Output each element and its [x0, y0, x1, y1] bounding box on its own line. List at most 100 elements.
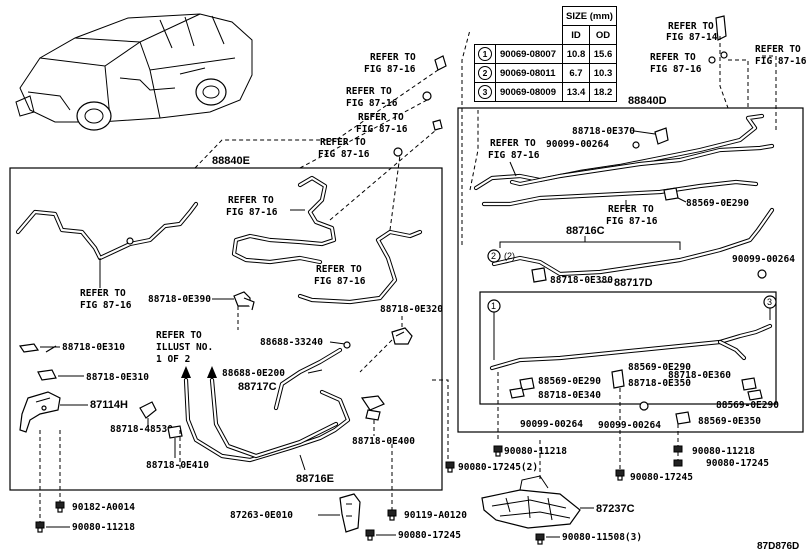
refer-to-label[interactable]: FIG 87-16: [346, 98, 398, 109]
part-label-88840E[interactable]: 88840E: [212, 155, 250, 167]
part-label[interactable]: 87263-0E010: [230, 510, 293, 521]
part-label[interactable]: 90080-17245(2): [458, 462, 538, 473]
part-label-87237C[interactable]: 87237C: [596, 503, 635, 515]
bolt-90080-11218-right2: [673, 445, 683, 453]
ref-circle-number: 3: [767, 297, 772, 307]
bolt-90119-A0120: [387, 509, 397, 521]
hose-part-number[interactable]: 90069-08009: [495, 82, 563, 102]
refer-to-label[interactable]: FIG 87-16: [650, 64, 702, 75]
refer-to-label[interactable]: FIG 87-16: [80, 300, 132, 311]
clip-88718-0E320: [391, 327, 413, 345]
bolt-90182-A0014: [55, 501, 65, 513]
part-label[interactable]: 88718-0E410: [146, 460, 209, 471]
refer-to-label: REFER TO: [608, 204, 654, 215]
refer-to-label[interactable]: FIG 87-16: [488, 150, 540, 161]
refer-to-label[interactable]: FIG 87-14: [666, 32, 718, 43]
part-label-88840D[interactable]: 88840D: [628, 95, 667, 107]
part-label[interactable]: 88718-0E370: [572, 126, 635, 137]
part-label-88717D[interactable]: 88717D: [614, 277, 653, 289]
part-label[interactable]: 90099-00264: [546, 139, 609, 150]
part-label[interactable]: 90099-00264: [732, 254, 795, 265]
part-label[interactable]: 90099-00264: [598, 420, 661, 431]
part-label[interactable]: 88718-0E340: [538, 390, 601, 401]
ref-circle-number: 2: [491, 251, 496, 261]
refer-to-label: REFER TO: [228, 195, 274, 206]
bolt-90080-17245-right2: [673, 459, 683, 467]
part-label[interactable]: 88718-0E350: [628, 378, 691, 389]
part-label[interactable]: 90080-11218: [504, 446, 567, 457]
ref-circle: 1: [478, 47, 492, 61]
pipe-88716C: [491, 207, 775, 277]
part-label[interactable]: 90119-A0120: [404, 510, 467, 521]
bolt-90080-11508: [535, 533, 545, 545]
part-label[interactable]: 88718-0E400: [352, 436, 415, 447]
part-label[interactable]: 90080-11218: [692, 446, 755, 457]
part-label[interactable]: 88718-0E320: [380, 304, 443, 315]
clip-88718-0E380: [531, 267, 547, 283]
part-label[interactable]: 88718-0E310: [86, 372, 149, 383]
bolt-90080-17245-lower: [365, 529, 375, 541]
clip-88718-0E390: [233, 291, 255, 311]
group-box-88840D: [457, 107, 804, 433]
group-box-88717D: [479, 291, 777, 405]
part-label[interactable]: 90080-17245: [398, 530, 461, 541]
refer-to-label[interactable]: FIG 87-16: [364, 64, 416, 75]
part-label[interactable]: 88688-0E200: [222, 368, 285, 379]
part-label[interactable]: 88688-33240: [260, 337, 323, 348]
pipe-88840D: [473, 113, 775, 207]
part-label[interactable]: 88718-0E390: [148, 294, 211, 305]
part-label-88717C[interactable]: 88717C: [238, 381, 277, 393]
ref-circle-3: 3: [763, 295, 777, 309]
part-label-88716C[interactable]: 88716C: [566, 225, 605, 237]
refer-to-label: REFER TO: [316, 264, 362, 275]
part-label[interactable]: 90080-11508(3): [562, 532, 642, 543]
group-box-88840E: [9, 167, 443, 491]
part-label[interactable]: 88569-0E290: [686, 198, 749, 209]
part-label-87114H[interactable]: 87114H: [90, 399, 128, 411]
refer-to-label: REFER TO: [370, 52, 416, 63]
part-label[interactable]: 88718-48530: [110, 424, 173, 435]
refer-to-label: REFER TO: [346, 86, 392, 97]
part-label[interactable]: 90182-A0014: [72, 502, 135, 513]
clip-88718-48530: [139, 401, 157, 419]
part-label[interactable]: 88569-0E290: [538, 376, 601, 387]
vehicle-illustration: [15, 13, 253, 131]
part-label[interactable]: 88569-0E290: [716, 400, 779, 411]
refer-to-label[interactable]: FIG 87-16: [314, 276, 366, 287]
pipe-88717D: [489, 323, 773, 371]
refer-to-label[interactable]: FIG 87-16: [606, 216, 658, 227]
clip-88569-0E350: [675, 411, 691, 425]
refer-to-label[interactable]: FIG 87-16: [226, 207, 278, 218]
ref-circle-qty: (2): [504, 251, 515, 261]
refer-to-label[interactable]: ILLUST NO.: [156, 342, 213, 353]
refer-to-label: REFER TO: [320, 137, 366, 148]
refer-to-label[interactable]: FIG 87-16: [356, 124, 408, 135]
ref-circle-2: 2: [487, 249, 501, 263]
ref-circle-number: 1: [491, 301, 496, 311]
bracket-87263-0E010: [339, 493, 361, 533]
pipe-88840E-left: [15, 201, 199, 261]
part-label[interactable]: 90099-00264: [520, 419, 583, 430]
part-label[interactable]: 88718-0E360: [668, 370, 731, 381]
clip-88718-0E370: [654, 127, 669, 145]
part-label[interactable]: 90080-17245: [630, 472, 693, 483]
clip-88718-0E400: [360, 395, 385, 421]
part-label[interactable]: 90080-11218: [72, 522, 135, 533]
part-label[interactable]: 88718-0E380: [550, 275, 613, 286]
bolt-90080-11218: [35, 521, 45, 533]
part-label[interactable]: 88718-0E310: [62, 342, 125, 353]
size-table-row: 1 90069-08007 10.8 15.6: [474, 44, 617, 64]
part-label[interactable]: 88569-0E290: [628, 362, 691, 373]
refer-to-label: REFER TO: [490, 138, 536, 149]
refer-to-label: REFER TO: [755, 44, 801, 55]
outer-diameter: 18.2: [588, 82, 617, 102]
refer-to-label[interactable]: FIG 87-16: [755, 56, 807, 67]
refer-to-label[interactable]: FIG 87-16: [318, 149, 370, 160]
illustration-code: 87D876D: [757, 541, 800, 552]
size-table-row: 3 90069-08009 13.4 18.2: [474, 82, 617, 102]
size-table: SIZE (mm) ID OD 1 90069-08007 10.8 15.6 …: [474, 6, 617, 102]
refer-to-label: REFER TO: [80, 288, 126, 299]
part-label[interactable]: 88569-0E350: [698, 416, 761, 427]
part-label[interactable]: 90080-17245: [706, 458, 769, 469]
part-label-88716E[interactable]: 88716E: [296, 473, 334, 485]
